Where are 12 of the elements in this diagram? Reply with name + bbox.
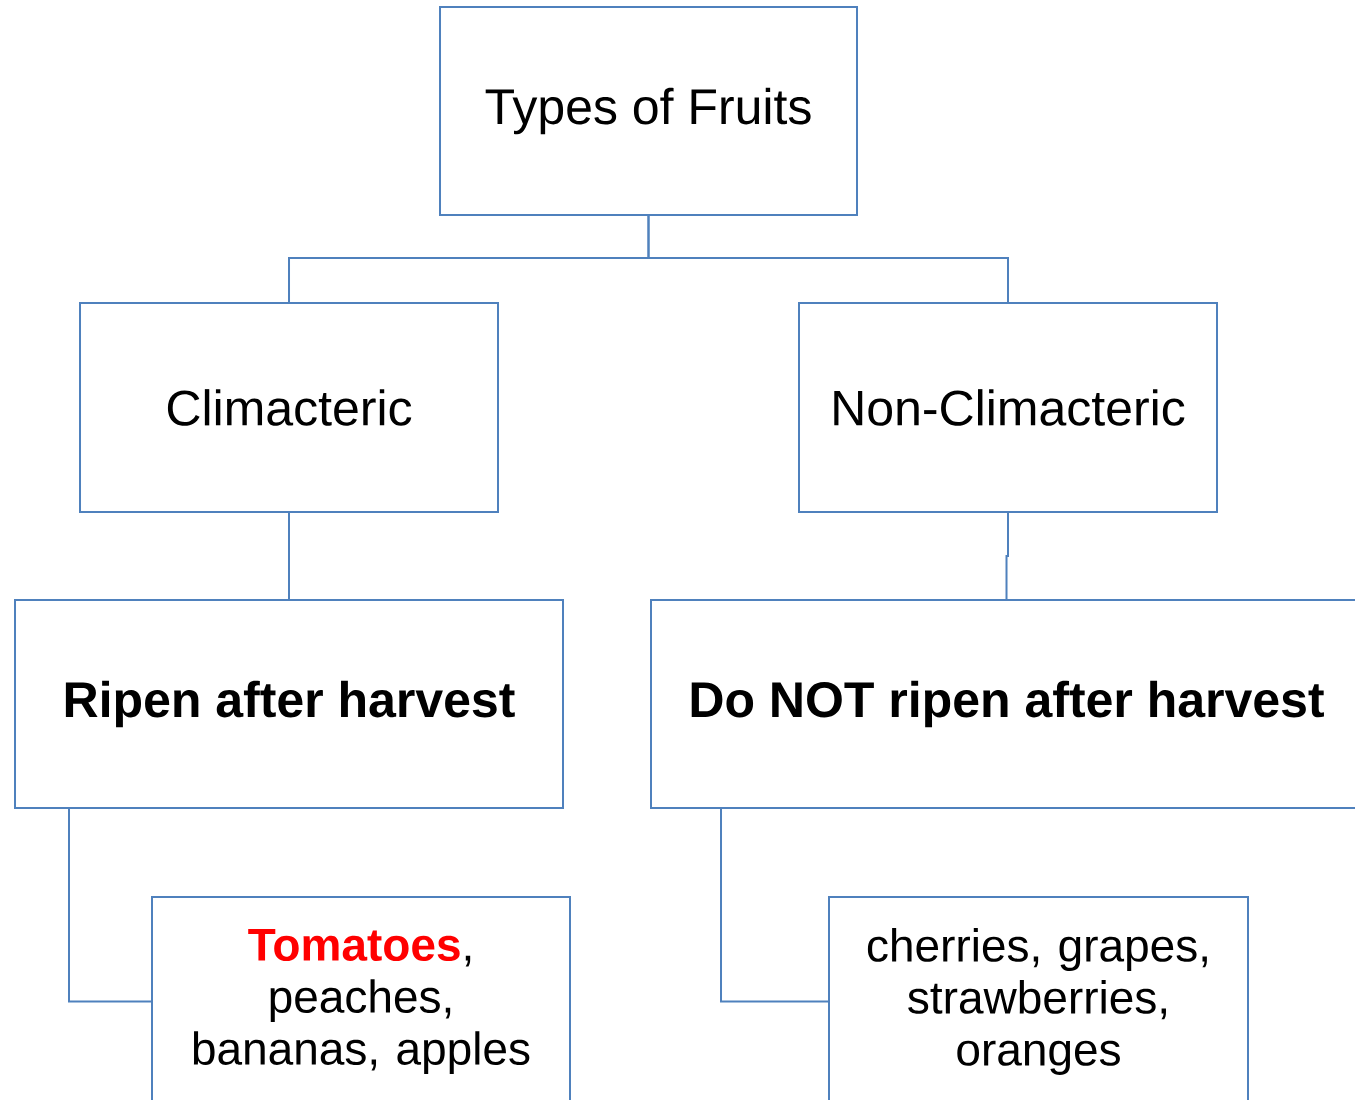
connector (288, 512, 290, 600)
connector (720, 808, 829, 1003)
connector (1005, 512, 1009, 600)
text-box: Types of Fruits (439, 6, 858, 216)
text-box: Climacteric (79, 302, 499, 513)
text-box: cherries, grapes, strawberries, oranges (828, 896, 1249, 1100)
text-box: Tomatoes, peaches, bananas, apples (151, 896, 571, 1100)
text-box: Do NOT ripen after harvest (650, 599, 1355, 809)
text-box: Ripen after harvest (14, 599, 564, 809)
connector (647, 215, 1009, 303)
text-box: Non-Climacteric (798, 302, 1218, 513)
connector (68, 808, 152, 1003)
